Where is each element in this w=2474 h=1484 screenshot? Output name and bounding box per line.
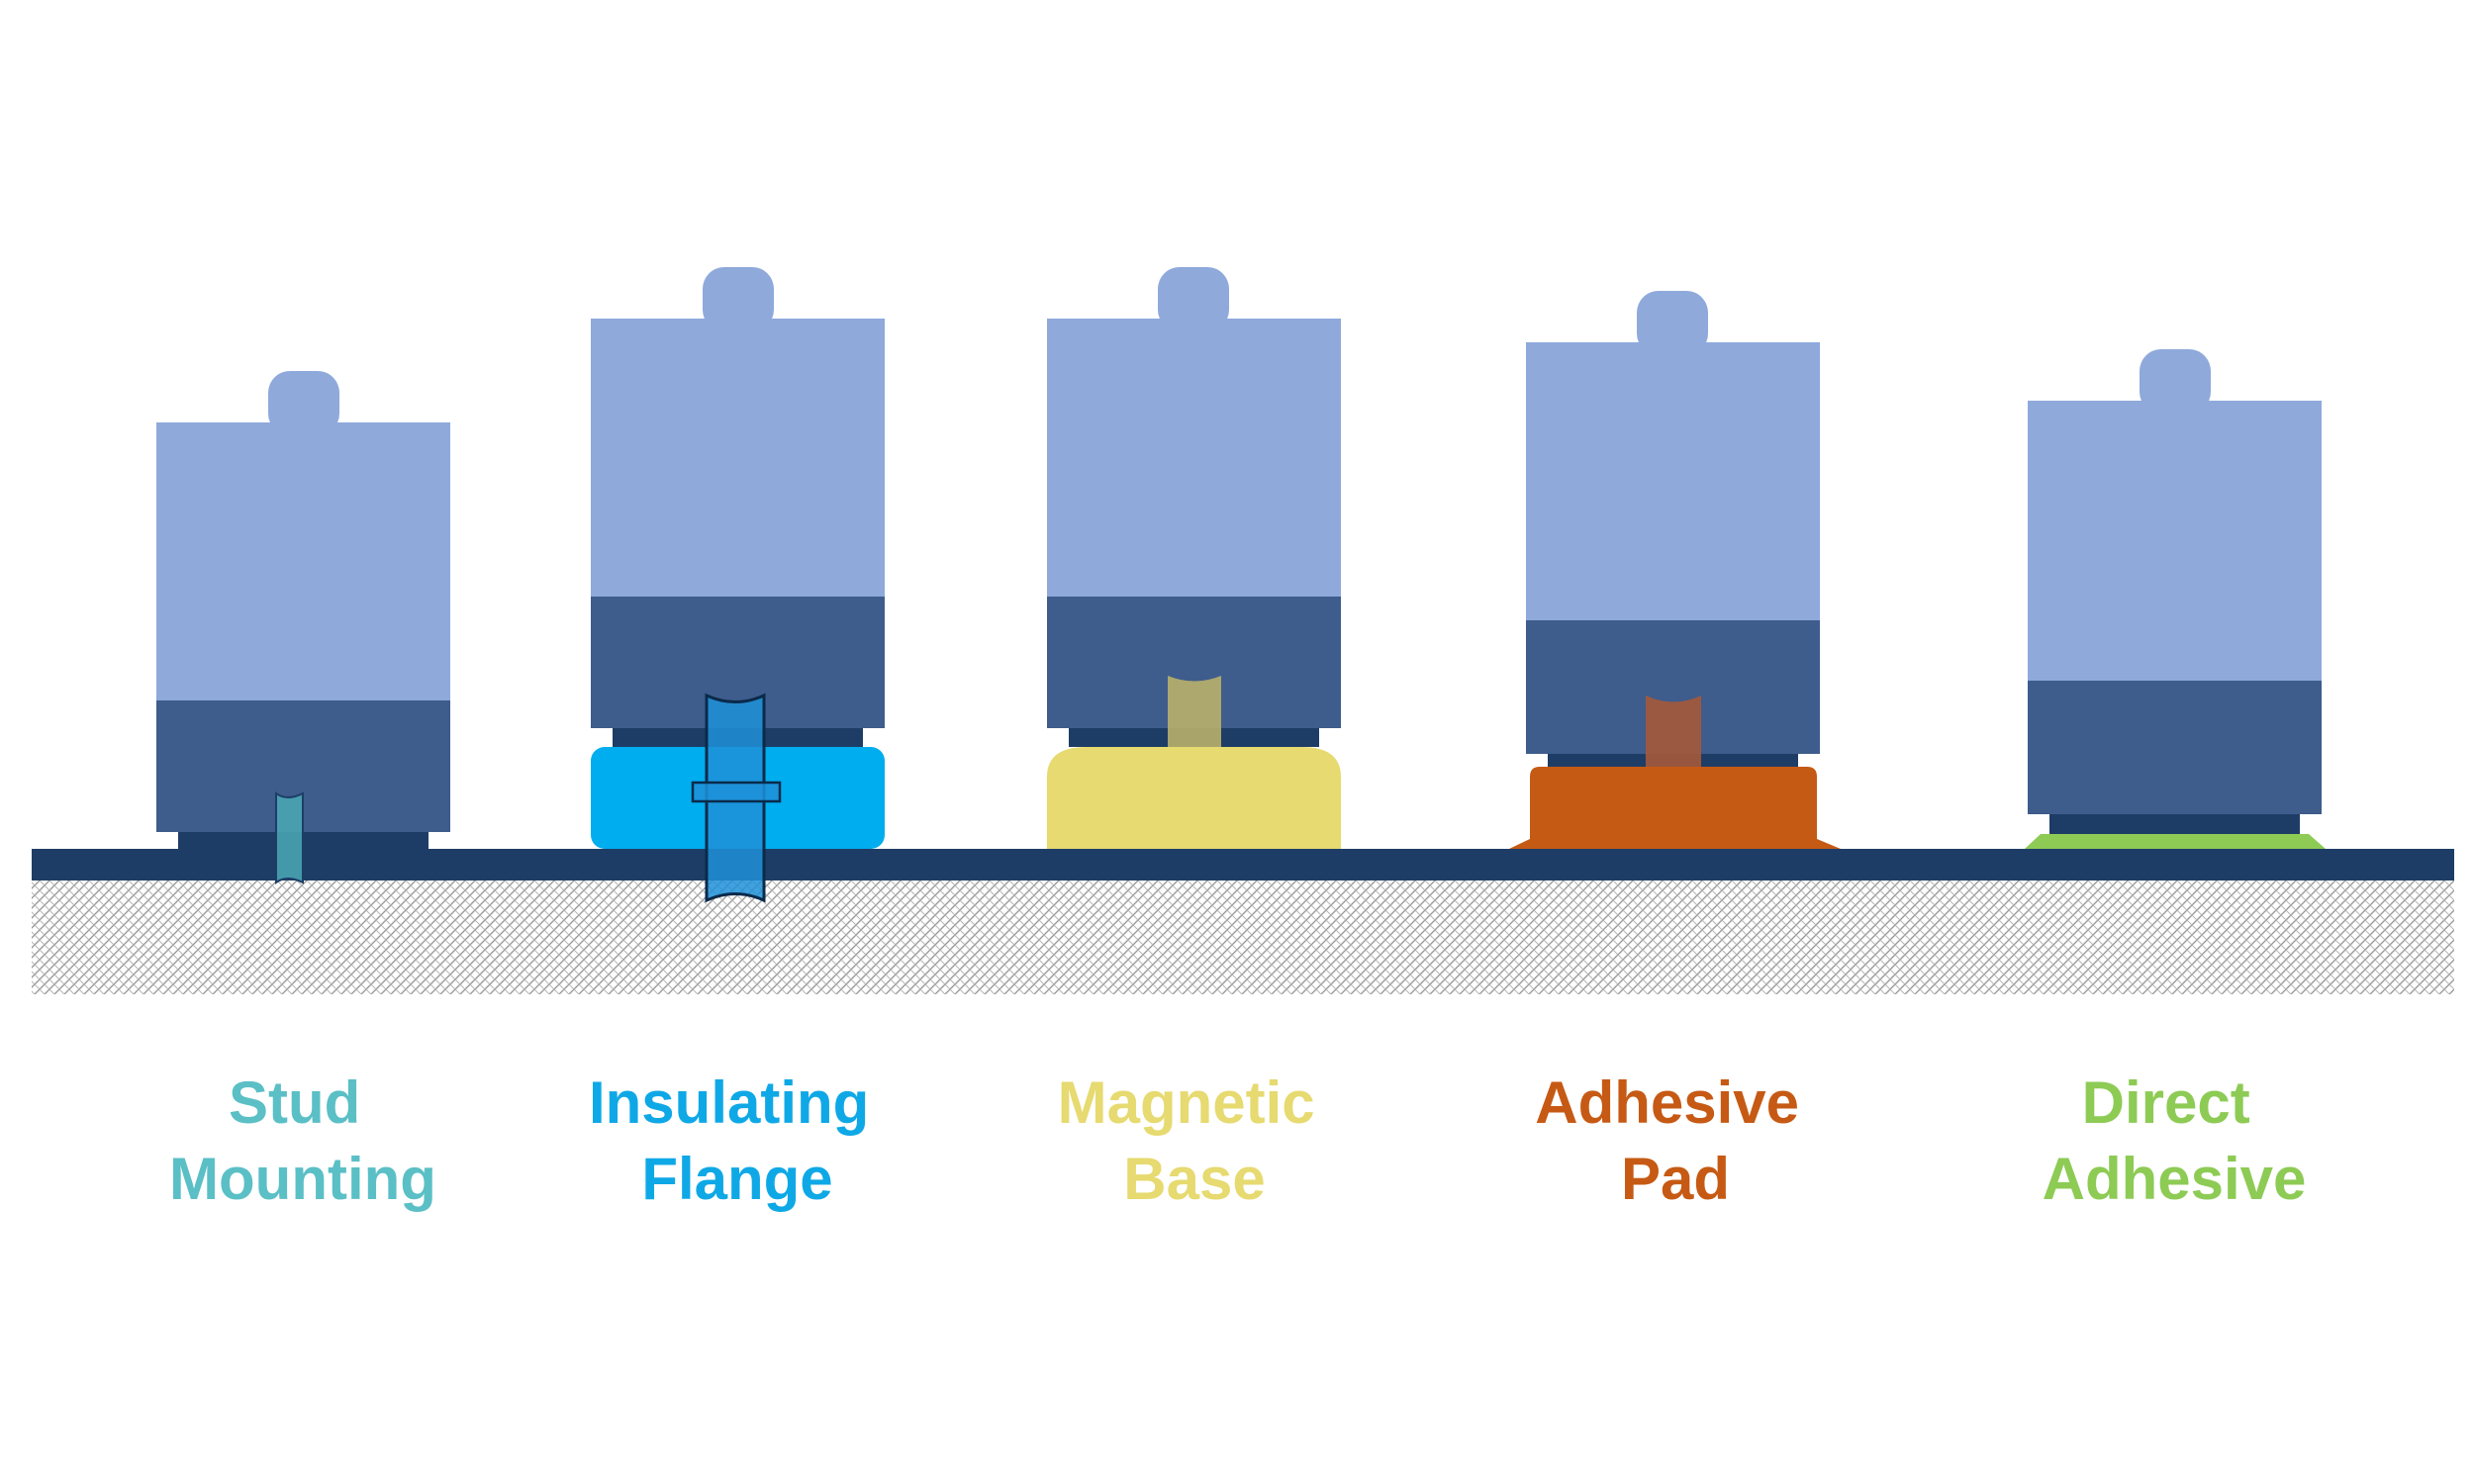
sensor-cap <box>1158 267 1229 331</box>
direct-adhesive-layer <box>2025 834 2326 849</box>
adhesive-pad-stud <box>1646 696 1701 767</box>
sensor-upper-body <box>156 422 450 700</box>
sensor-upper-body <box>1526 342 1820 620</box>
label-insulating-flange: Insulating Flange <box>589 1069 886 1212</box>
label-adhesive-pad: Adhesive Pad <box>1535 1069 1815 1212</box>
magnetic-base-stud <box>1168 676 1221 747</box>
adhesive-pad-body <box>1509 767 1841 849</box>
label-magnetic-base: Magnetic Base <box>1058 1069 1332 1212</box>
sensor-upper-body <box>1047 319 1341 597</box>
sensor-cap <box>2140 349 2211 414</box>
insulating-flange-washer <box>691 781 782 803</box>
sensor-direct-adhesive <box>2025 349 2326 849</box>
magnetic-base-body <box>1047 747 1341 849</box>
mounting-stud <box>275 791 304 884</box>
sensor-adhesive-pad <box>1509 291 1841 849</box>
sensor-stud-mounting <box>156 371 450 884</box>
label-direct-adhesive: Direct Adhesive <box>2043 1069 2307 1212</box>
sensor-base-plate <box>2049 814 2300 834</box>
sensor-cap <box>1637 291 1708 355</box>
sensor-insulating-flange <box>591 267 885 903</box>
ground-hatch <box>32 881 2454 994</box>
sensor-lower-body <box>2028 681 2322 814</box>
sensor-cap <box>268 371 339 435</box>
surface-plate <box>32 849 2454 881</box>
sensor-upper-body <box>2028 401 2322 681</box>
sensor-upper-body <box>591 319 885 597</box>
sensor-cap <box>703 267 774 331</box>
label-stud-mounting: Stud Mounting <box>169 1069 436 1212</box>
sensor-magnetic-base <box>1047 267 1341 849</box>
